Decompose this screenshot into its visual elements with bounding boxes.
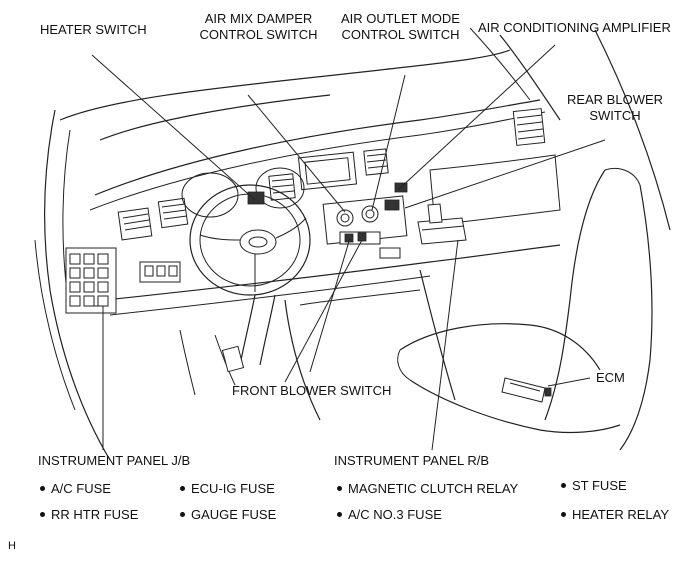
jb-fuse-label: RR HTR FUSE bbox=[51, 507, 139, 522]
bullet-icon bbox=[40, 512, 45, 518]
rb-fuse-label: ST FUSE bbox=[572, 478, 627, 493]
figure-code: H bbox=[8, 540, 16, 552]
rb-fuse-label: MAGNETIC CLUTCH RELAY bbox=[348, 481, 519, 496]
jb-fuse-item: GAUGE FUSE bbox=[180, 507, 276, 523]
jb-fuse-item: ECU-IG FUSE bbox=[180, 481, 275, 497]
bullet-icon bbox=[180, 486, 185, 492]
air-mix-damper-label-line2: CONTROL SWITCH bbox=[199, 27, 318, 42]
bullet-icon bbox=[561, 512, 566, 518]
instrument-panel-jb-shape bbox=[65, 247, 117, 314]
bullet-icon bbox=[180, 512, 185, 518]
instrument-panel-jb-label: INSTRUMENT PANEL J/B bbox=[38, 453, 191, 468]
rear-blower-switch-label-line2: SWITCH bbox=[589, 108, 641, 123]
air-outlet-mode-label: AIR OUTLET MODE CONTROL SWITCH bbox=[338, 11, 463, 43]
air-mix-damper-label: AIR MIX DAMPER CONTROL SWITCH bbox=[196, 11, 321, 43]
ecm-label: ECM bbox=[596, 370, 625, 385]
bullet-icon bbox=[561, 483, 566, 489]
bullet-icon bbox=[337, 512, 342, 518]
heater-switch-label: HEATER SWITCH bbox=[40, 22, 147, 37]
jb-fuse-item: RR HTR FUSE bbox=[40, 507, 138, 523]
air-outlet-mode-label-line2: CONTROL SWITCH bbox=[341, 27, 460, 42]
jb-fuse-label: GAUGE FUSE bbox=[191, 507, 277, 522]
jb-fuse-item: A/C FUSE bbox=[40, 481, 111, 497]
rb-fuse-item: ST FUSE bbox=[561, 478, 627, 494]
air-outlet-mode-label-line1: AIR OUTLET MODE bbox=[341, 11, 460, 26]
bullet-icon bbox=[337, 486, 342, 492]
front-blower-switch-label: FRONT BLOWER SWITCH bbox=[232, 383, 392, 398]
rb-fuse-item: A/C NO.3 FUSE bbox=[337, 507, 442, 523]
rear-blower-switch-label: REAR BLOWER SWITCH bbox=[565, 92, 665, 124]
air-mix-damper-label-line1: AIR MIX DAMPER bbox=[204, 11, 313, 26]
ac-amplifier-label: AIR CONDITIONING AMPLIFIER bbox=[478, 20, 671, 35]
rb-fuse-item: HEATER RELAY bbox=[561, 507, 669, 523]
rb-fuse-label: HEATER RELAY bbox=[572, 507, 670, 522]
jb-fuse-label: ECU-IG FUSE bbox=[191, 481, 275, 496]
rear-blower-switch-label-line1: REAR BLOWER bbox=[566, 92, 664, 107]
jb-fuse-label: A/C FUSE bbox=[51, 481, 111, 496]
rb-fuse-label: A/C NO.3 FUSE bbox=[348, 507, 442, 522]
rb-fuse-item: MAGNETIC CLUTCH RELAY bbox=[337, 481, 518, 497]
bullet-icon bbox=[40, 486, 45, 492]
instrument-panel-rb-label: INSTRUMENT PANEL R/B bbox=[334, 453, 490, 468]
